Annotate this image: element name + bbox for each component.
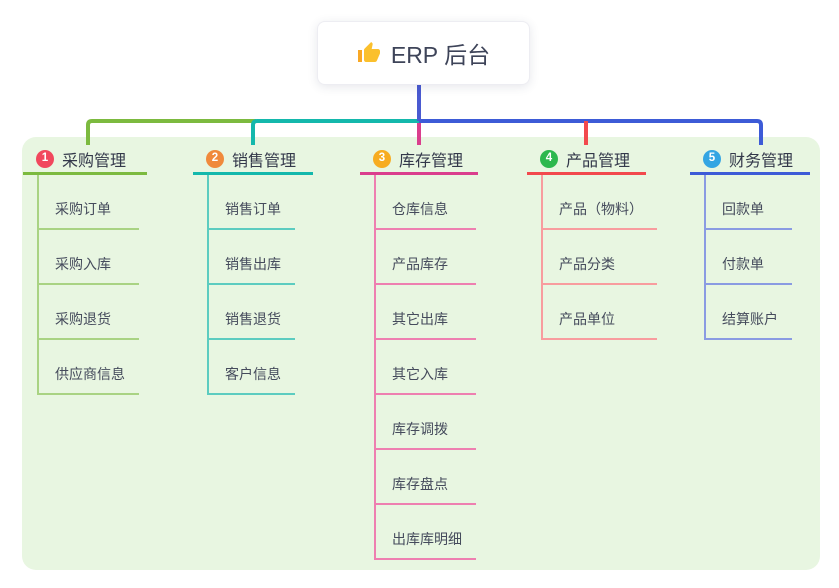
branch-sales: 2 销售管理 销售订单 销售出库 销售退货 客户信息: [193, 146, 313, 395]
mindmap-node[interactable]: 回款单: [706, 175, 792, 230]
mindmap-node[interactable]: 采购入库: [39, 230, 139, 285]
branch-finance: 5 财务管理 回款单 付款单 结算账户: [690, 146, 810, 340]
thumbs-up-icon: [357, 41, 381, 65]
branch-number-badge: 2: [206, 150, 224, 168]
mindmap-node[interactable]: 付款单: [706, 230, 792, 285]
branch-node-finance[interactable]: 5 财务管理: [690, 146, 810, 175]
mindmap-node[interactable]: 出库库明细: [376, 505, 476, 560]
branch-children: 仓库信息 产品库存 其它出库 其它入库 库存调拨 库存盘点 出库库明细: [374, 175, 476, 560]
branch-number-badge: 4: [540, 150, 558, 168]
mindmap-node[interactable]: 产品分类: [543, 230, 657, 285]
mindmap-node[interactable]: 仓库信息: [376, 175, 476, 230]
mindmap-node[interactable]: 其它出库: [376, 285, 476, 340]
root-node[interactable]: ERP 后台: [317, 21, 530, 85]
mindmap-node[interactable]: 销售订单: [209, 175, 295, 230]
mindmap-node[interactable]: 产品库存: [376, 230, 476, 285]
branch-node-inventory[interactable]: 3 库存管理: [360, 146, 478, 175]
root-label: ERP 后台: [390, 42, 491, 68]
branch-children: 产品（物料） 产品分类 产品单位: [541, 175, 657, 340]
mindmap-node[interactable]: 采购退货: [39, 285, 139, 340]
mindmap-node[interactable]: 客户信息: [209, 340, 295, 395]
branch-children: 回款单 付款单 结算账户: [704, 175, 792, 340]
branch-node-product[interactable]: 4 产品管理: [527, 146, 646, 175]
branch-inventory: 3 库存管理 仓库信息 产品库存 其它出库 其它入库 库存调拨 库存盘点 出库库…: [360, 146, 478, 560]
branch-label: 采购管理: [62, 153, 127, 170]
branch-children: 销售订单 销售出库 销售退货 客户信息: [207, 175, 295, 395]
branch-node-purchase[interactable]: 1 采购管理: [23, 146, 147, 175]
mindmap-node[interactable]: 产品单位: [543, 285, 657, 340]
branch-label: 销售管理: [232, 153, 297, 170]
canvas-panel: [22, 137, 820, 570]
branch-label: 产品管理: [566, 153, 631, 170]
branch-children: 采购订单 采购入库 采购退货 供应商信息: [37, 175, 139, 395]
mindmap-node[interactable]: 采购订单: [39, 175, 139, 230]
mindmap-node[interactable]: 结算账户: [706, 285, 792, 340]
mindmap-node[interactable]: 销售退货: [209, 285, 295, 340]
branch-number-badge: 1: [36, 150, 54, 168]
branch-node-sales[interactable]: 2 销售管理: [193, 146, 313, 175]
mindmap-node[interactable]: 销售出库: [209, 230, 295, 285]
branch-number-badge: 3: [373, 150, 391, 168]
branch-label: 库存管理: [399, 153, 464, 170]
mindmap-node[interactable]: 其它入库: [376, 340, 476, 395]
mindmap-node[interactable]: 产品（物料）: [543, 175, 657, 230]
branch-label: 财务管理: [729, 153, 794, 170]
mindmap-node[interactable]: 库存调拨: [376, 395, 476, 450]
branch-product: 4 产品管理 产品（物料） 产品分类 产品单位: [527, 146, 657, 340]
branch-purchase: 1 采购管理 采购订单 采购入库 采购退货 供应商信息: [23, 146, 147, 395]
branch-number-badge: 5: [703, 150, 721, 168]
mindmap-node[interactable]: 库存盘点: [376, 450, 476, 505]
mindmap-node[interactable]: 供应商信息: [39, 340, 139, 395]
